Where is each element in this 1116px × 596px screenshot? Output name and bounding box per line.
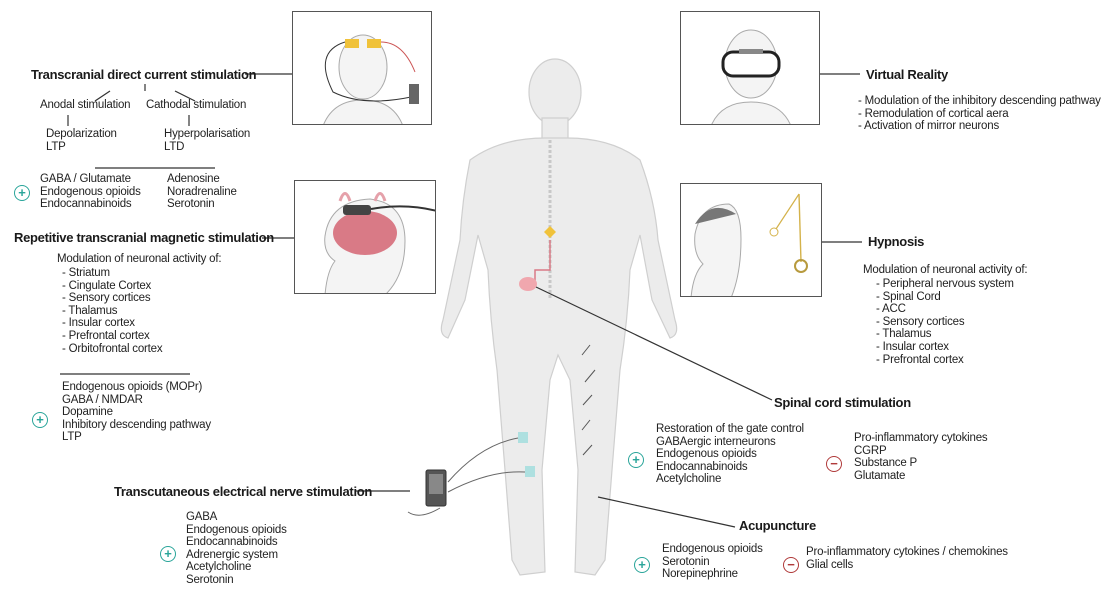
human-body-figure: [441, 59, 676, 575]
plus-icon: +: [14, 185, 30, 201]
plus-icon: +: [634, 557, 650, 573]
vr-headset-icon: [681, 12, 820, 125]
rtms-illustration-panel: [294, 180, 436, 294]
tens-electrode-upper: [518, 432, 528, 443]
anodal-label: Anodal stimulation: [40, 99, 130, 112]
vr-title: Virtual Reality: [866, 67, 948, 82]
minus-icon: −: [826, 456, 842, 472]
hypnosis-title: Hypnosis: [868, 234, 924, 249]
vr-illustration-panel: [680, 11, 820, 125]
plus-icon: +: [160, 546, 176, 562]
plus-icon: +: [32, 412, 48, 428]
tdcs-title: Transcranial direct current stimulation: [31, 67, 256, 82]
rtms-head-icon: [295, 181, 436, 294]
rtms-intro: Modulation of neuronal activity of:: [57, 253, 221, 266]
rtms-title: Repetitive transcranial magnetic stimula…: [14, 230, 274, 245]
minus-icon: −: [783, 557, 799, 573]
hypnosis-pendulum-icon: [681, 184, 822, 297]
cathodal-label: Cathodal stimulation: [146, 99, 246, 112]
scs-title: Spinal cord stimulation: [774, 395, 911, 410]
hypnosis-areas: - Peripheral nervous system- Spinal Cord…: [876, 278, 1014, 366]
acupuncture-title: Acupuncture: [739, 518, 816, 533]
stimulator-device: [519, 277, 537, 291]
rtms-areas: - Striatum- Cingulate Cortex- Sensory co…: [62, 267, 162, 355]
plus-icon: +: [628, 452, 644, 468]
tdcs-head-icon: [293, 12, 432, 125]
tens-title: Transcutaneous electrical nerve stimulat…: [114, 484, 372, 499]
tdcs-illustration-panel: [292, 11, 432, 125]
hypnosis-illustration-panel: [680, 183, 822, 297]
tens-electrode-lower: [525, 466, 535, 477]
hypnosis-intro: Modulation of neuronal activity of:: [863, 264, 1027, 277]
vr-items: - Modulation of the inhibitory descendin…: [858, 95, 1101, 133]
